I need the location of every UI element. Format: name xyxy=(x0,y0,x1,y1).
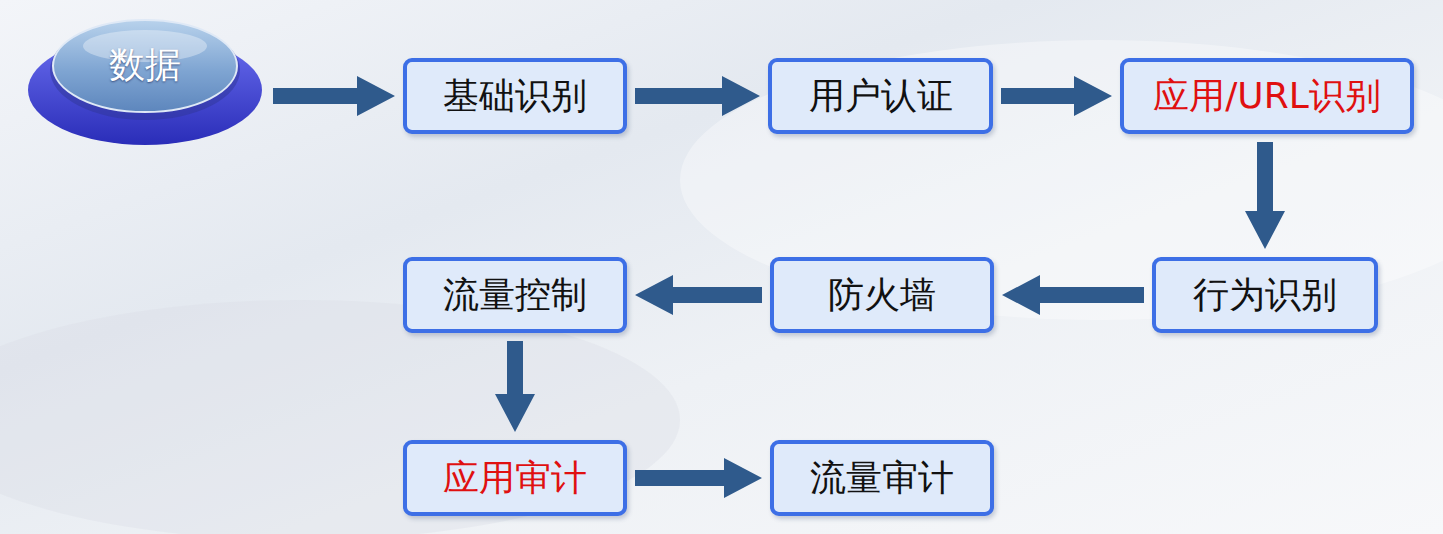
process-box: 基础识别 xyxy=(403,58,627,134)
process-box: 流量审计 xyxy=(770,440,994,516)
flow-arrow xyxy=(635,76,760,116)
process-box: 流量控制 xyxy=(403,257,627,333)
process-box: 用户认证 xyxy=(768,58,993,134)
flow-arrow xyxy=(495,341,535,432)
flow-arrow xyxy=(1001,76,1112,116)
flow-arrow xyxy=(635,275,762,315)
node-label: 用户认证 xyxy=(809,75,953,116)
process-box: 防火墙 xyxy=(770,257,994,333)
process-box: 应用审计 xyxy=(403,440,627,516)
node-label: 数据 xyxy=(109,44,181,85)
node-label: 防火墙 xyxy=(828,274,936,315)
process-box: 应用/URL识别 xyxy=(1120,58,1414,134)
node-label: 流量审计 xyxy=(810,457,954,498)
node-label: 应用/URL识别 xyxy=(1153,75,1381,116)
node-label: 流量控制 xyxy=(443,274,587,315)
process-box: 行为识别 xyxy=(1152,257,1378,333)
flow-arrow xyxy=(635,458,762,498)
node-label: 应用审计 xyxy=(443,457,587,498)
start-ellipse: 数据 xyxy=(25,10,265,148)
flow-arrow xyxy=(1002,275,1144,315)
flow-arrow xyxy=(1245,142,1285,249)
node-label: 行为识别 xyxy=(1193,274,1337,315)
node-label: 基础识别 xyxy=(443,75,587,116)
flow-arrow xyxy=(273,76,395,116)
